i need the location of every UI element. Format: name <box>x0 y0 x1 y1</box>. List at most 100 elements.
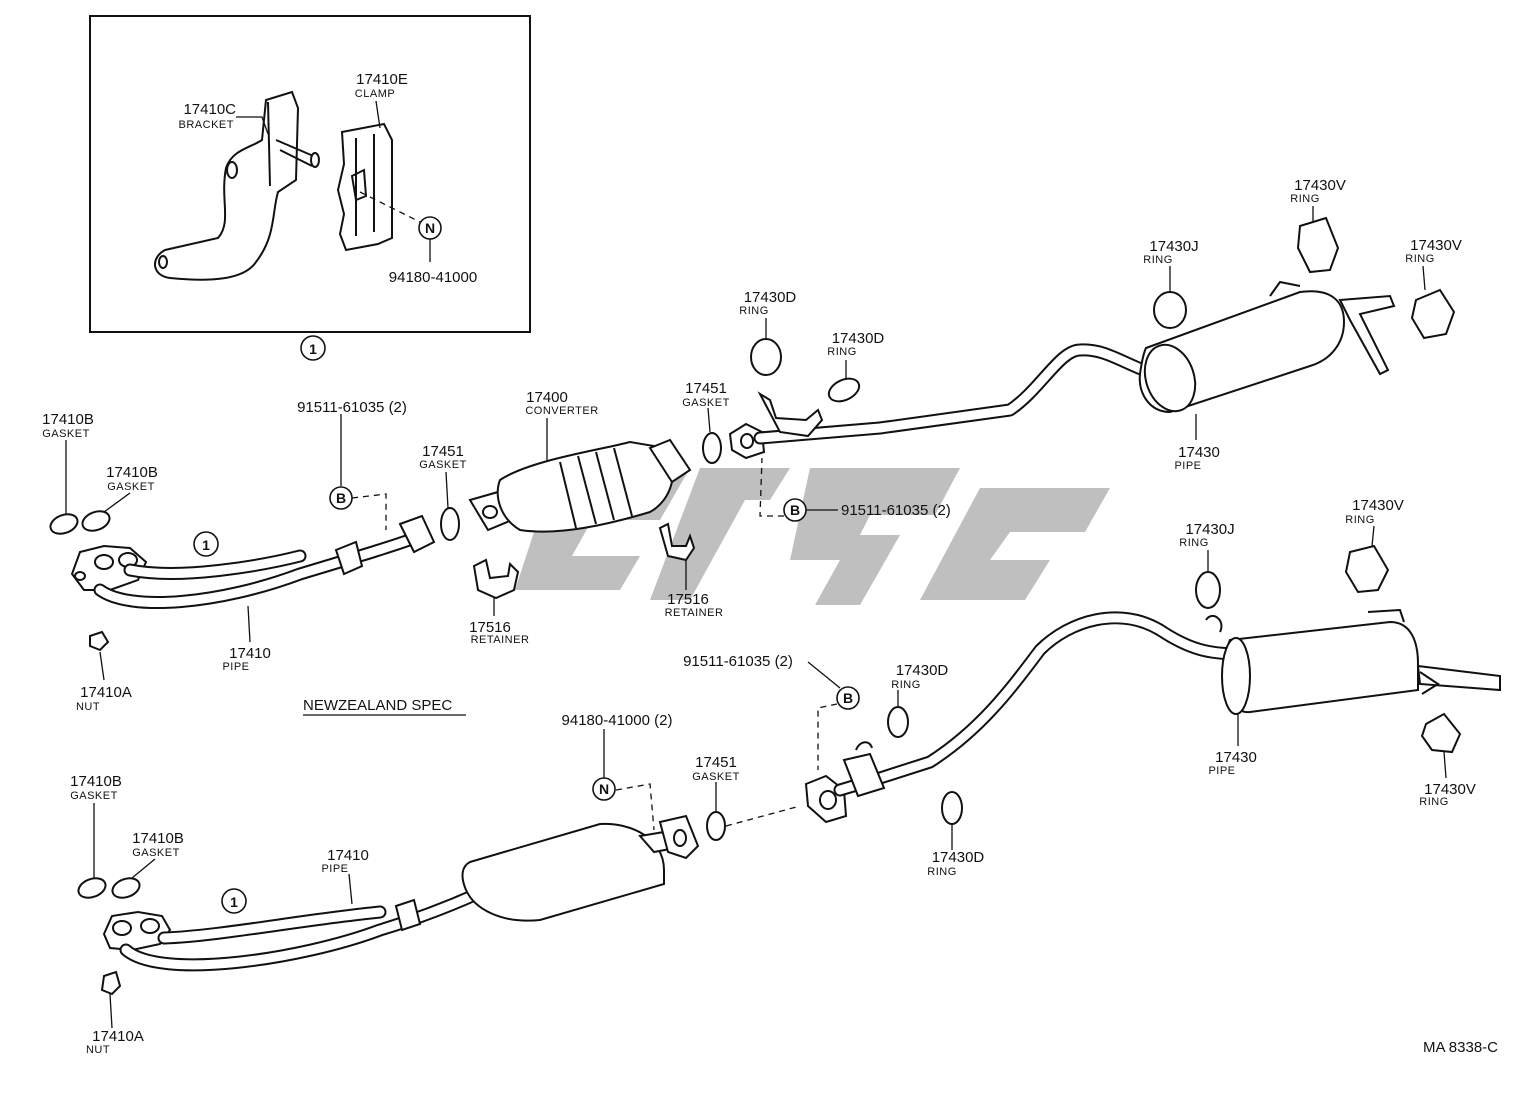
callout-name: GASKET <box>692 771 740 783</box>
gasket-17410b-d <box>111 877 141 899</box>
callout-num: 17430V <box>1424 781 1476 798</box>
callout-name: RING <box>927 866 957 878</box>
callout-num: 17410C <box>183 101 236 118</box>
callout-num: 17430D <box>932 849 985 866</box>
callout-name: GASKET <box>682 397 730 409</box>
callout-name: RING <box>739 305 769 317</box>
callout-name: GASKET <box>132 847 180 859</box>
front-pipe-lower <box>102 881 497 972</box>
callout-17430j-2: 17430J RING <box>1179 521 1234 549</box>
callout-91511-1: 91511-61035 (2) <box>297 399 407 416</box>
b-symbol-c <box>836 686 860 710</box>
callout-num: 94180-41000 (2) <box>562 712 673 729</box>
nut-upper <box>89 630 110 652</box>
callout-name: RING <box>1405 253 1435 265</box>
section-label: NEWZEALAND SPEC <box>303 697 452 714</box>
callout-name: RING <box>1345 514 1375 526</box>
callout-17410a-2: 17410A NUT <box>86 1028 144 1056</box>
callout-num: 17400 <box>526 389 568 406</box>
figure-code: MA 8338-C <box>1423 1039 1498 1056</box>
ring-17430d-d <box>941 791 963 825</box>
callout-name: BRACKET <box>179 119 234 131</box>
callout-17430j-1: 17430J RING <box>1143 238 1198 266</box>
callout-name: PIPE <box>321 863 348 875</box>
callout-17410c: 17410C BRACKET <box>179 101 237 131</box>
callout-num: 91511-61035 (2) <box>683 653 793 670</box>
callout-num: 17410 <box>327 847 369 864</box>
callout-17410b-4: 17410B GASKET <box>132 830 184 859</box>
callout-name: PIPE <box>1208 765 1235 777</box>
callout-94180-2: 94180-41000 (2) <box>562 712 673 729</box>
callout-num: 17451 <box>422 443 464 460</box>
converter-part <box>468 438 692 533</box>
callout-num: 17516 <box>667 591 709 608</box>
callout-num: 17451 <box>685 380 727 397</box>
callout-17430d-4: 17430D RING <box>927 849 984 878</box>
callout-name: RING <box>1143 254 1173 266</box>
callout-name: PIPE <box>222 661 249 673</box>
assembly-one-marker-inset-text: 1 <box>309 341 317 357</box>
callout-num: 17410B <box>70 773 122 790</box>
ring-17430d-c <box>887 706 909 738</box>
inset-frame <box>89 15 531 333</box>
callout-num: 17430D <box>832 330 885 347</box>
callout-num: 17410A <box>92 1028 144 1045</box>
callout-17451-3: 17451 GASKET <box>692 754 740 783</box>
assembly-one-marker-lower <box>221 888 247 914</box>
callout-num: 91511-61035 (2) <box>297 399 407 416</box>
callout-name: GASKET <box>419 459 467 471</box>
gasket-17451-b <box>702 432 722 464</box>
callout-17410-1: 17410 PIPE <box>222 645 270 673</box>
ring-17430j-a <box>1153 291 1187 329</box>
callout-17410e: 17410E CLAMP <box>355 71 408 100</box>
ring-17430d-a <box>750 338 782 376</box>
callout-name: PIPE <box>1174 460 1201 472</box>
ring-17430v-a <box>1296 216 1340 274</box>
callout-name: GASKET <box>42 428 90 440</box>
b-symbol-a-text: B <box>336 490 346 506</box>
callout-num: 17410B <box>132 830 184 847</box>
retainer-a <box>472 558 520 600</box>
callout-91511-2: 91511-61035 (2) <box>841 502 951 519</box>
ring-17430j-b <box>1195 571 1221 609</box>
callout-name: RING <box>827 346 857 358</box>
ring-17430d-b <box>827 377 861 403</box>
callout-num: 17430J <box>1185 521 1234 538</box>
callout-name: RING <box>1179 537 1209 549</box>
gasket-17410b-b <box>81 510 111 532</box>
callout-17430v-4: 17430V RING <box>1419 781 1476 808</box>
callout-num: 17410B <box>106 464 158 481</box>
sub-muffler-lower <box>461 814 700 922</box>
callout-name: RING <box>1419 796 1449 808</box>
callout-17451-1: 17451 GASKET <box>419 443 467 471</box>
b-symbol-b-text: B <box>790 502 800 518</box>
assembly-one-marker-upper <box>193 531 219 557</box>
callout-name: NUT <box>86 1044 110 1056</box>
callout-name: CLAMP <box>355 88 395 100</box>
callout-name: GASKET <box>70 790 118 802</box>
callout-17451-2: 17451 GASKET <box>682 380 730 409</box>
callout-num: 17410E <box>356 71 408 88</box>
callout-17430d-1: 17430D RING <box>739 289 796 317</box>
callout-17410b-2: 17410B GASKET <box>106 464 158 493</box>
callout-num: 17430V <box>1410 237 1462 254</box>
callout-17430v-2: 17430V RING <box>1405 237 1462 265</box>
b-symbol-c-text: B <box>843 690 853 706</box>
callout-num: 17451 <box>695 754 737 771</box>
n-symbol-lower-text: N <box>599 781 609 797</box>
n-symbol-inset-text: N <box>425 220 435 236</box>
callout-name: CONVERTER <box>525 405 598 417</box>
callout-num: 17430 <box>1215 749 1257 766</box>
callout-num: 17430D <box>896 662 949 679</box>
gasket-17451-c <box>706 811 726 841</box>
callout-name: NUT <box>76 701 100 713</box>
ring-17430v-c <box>1344 544 1390 594</box>
callout-17516-1: 17516 RETAINER <box>469 619 529 646</box>
callout-num: 17430 <box>1178 444 1220 461</box>
callout-num: 17430V <box>1352 497 1404 514</box>
callout-17410b-3: 17410B GASKET <box>70 773 122 802</box>
retainer-b <box>658 522 696 562</box>
nut-lower <box>100 970 122 996</box>
rear-pipe-upper <box>728 280 1396 460</box>
assembly-one-marker-inset <box>300 335 326 361</box>
